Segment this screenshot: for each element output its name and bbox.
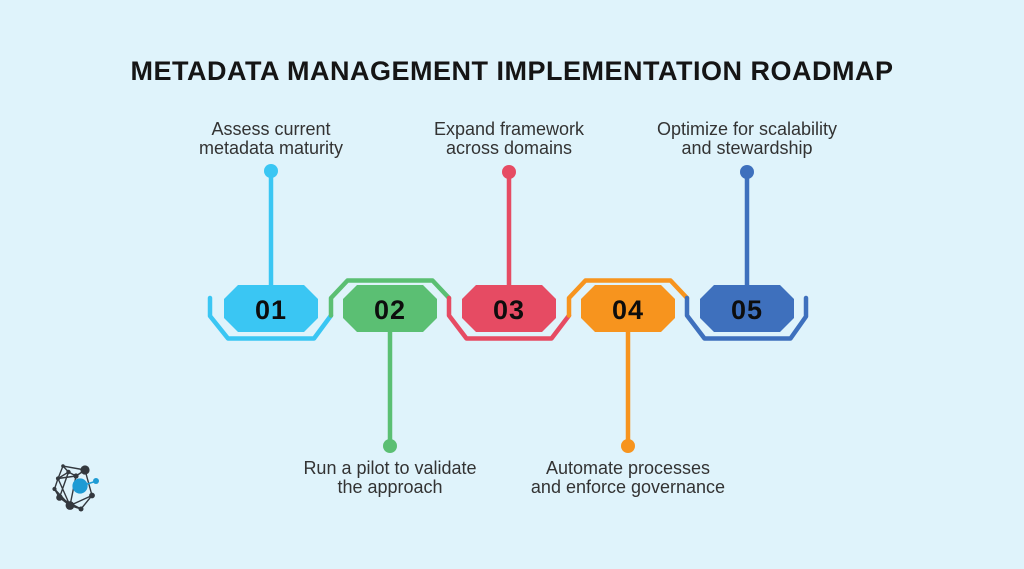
step-octagon-03 [462,285,556,332]
step-label-01-line1: Assess current [211,119,331,139]
step-number-02: 02 [373,295,407,325]
weave-segment-04 [566,278,690,318]
step-label-05: Optimize for scalability and stewardship [607,120,887,158]
step-octagon-01 [224,285,318,332]
logo-nodes [52,464,95,512]
network-logo-icon [52,464,99,512]
step-label-03: Expand framework across domains [369,120,649,158]
step-octagon-02 [343,285,437,332]
step-label-04: Automate processes and enforce governanc… [488,459,768,497]
weave-segment-01 [207,295,334,341]
connector-lines [268,168,750,449]
step-number-04: 04 [611,295,645,325]
step-label-01-line2: metadata maturity [198,138,344,158]
step-label-02: Run a pilot to validate the approach [250,459,530,497]
step-label-03-line2: across domains [445,138,573,158]
connector-dot-02 [383,439,397,453]
connector-dot-03 [502,165,516,179]
connector-dot-01 [264,164,278,178]
step-label-03-line1: Expand framework [433,119,585,139]
weave-segment-03 [446,295,572,341]
connector-dot-04 [621,439,635,453]
step-label-02-line1: Run a pilot to validate [303,458,477,478]
weave-segment-02 [328,278,452,318]
step-octagons [224,285,794,332]
step-label-01: Assess current metadata maturity [131,120,411,158]
step-label-05-line1: Optimize for scalability [656,119,838,139]
step-label-04-line1: Automate processes [545,458,711,478]
step-label-04-line2: and enforce governance [530,477,726,497]
step-octagon-04 [581,285,675,332]
step-label-02-line2: the approach [337,477,443,497]
connector-dots [264,164,754,453]
connector-dot-05 [740,165,754,179]
step-number-03: 03 [492,295,526,325]
weave-outline [207,278,809,341]
logo-accent [72,478,99,494]
step-number-01: 01 [254,295,288,325]
page-title: METADATA MANAGEMENT IMPLEMENTATION ROADM… [130,56,894,86]
weave-segment-05 [684,295,809,341]
step-octagon-05 [700,285,794,332]
step-label-05-line2: and stewardship [681,138,813,158]
step-number-05: 05 [730,295,764,325]
